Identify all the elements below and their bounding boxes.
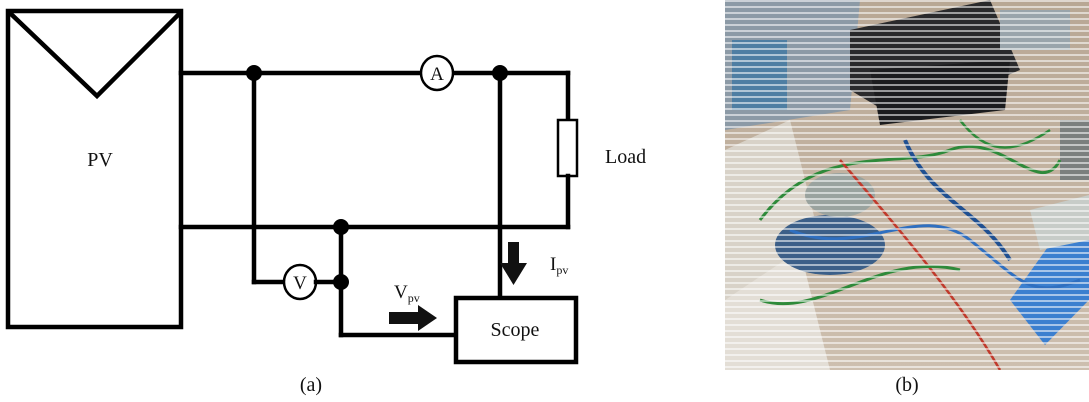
- junction-dot: [333, 219, 349, 235]
- lab-bench-photo: [725, 0, 1089, 370]
- vpv-arrow: [389, 305, 437, 331]
- caption-a: (a): [300, 374, 322, 396]
- scope-label: Scope: [491, 319, 540, 341]
- ipv-label-main: I: [550, 254, 556, 275]
- ipv-label: Ipv: [550, 254, 568, 277]
- vpv-label-sub: pv: [408, 291, 420, 305]
- scope-box: [453, 295, 579, 365]
- junction-dot: [492, 65, 508, 81]
- voltmeter-label: V: [293, 273, 307, 294]
- vpv-label: Vpv: [394, 282, 420, 305]
- vpv-label-main: V: [394, 282, 408, 303]
- load-resistor: [556, 118, 579, 178]
- ipv-arrow: [500, 242, 527, 285]
- ammeter-label: A: [430, 64, 444, 85]
- caption-b: (b): [895, 374, 918, 396]
- load-label: Load: [605, 146, 646, 168]
- ammeter: [419, 54, 455, 92]
- circuit-diagram: PV A Load V Scope Vpv: [5, 8, 646, 396]
- ipv-label-sub: pv: [556, 263, 568, 277]
- pv-triangle-symbol: [6, 9, 184, 100]
- junction-dot: [246, 65, 262, 81]
- pv-panel: [5, 8, 184, 330]
- pv-label: PV: [87, 149, 113, 171]
- junction-dot: [333, 274, 349, 290]
